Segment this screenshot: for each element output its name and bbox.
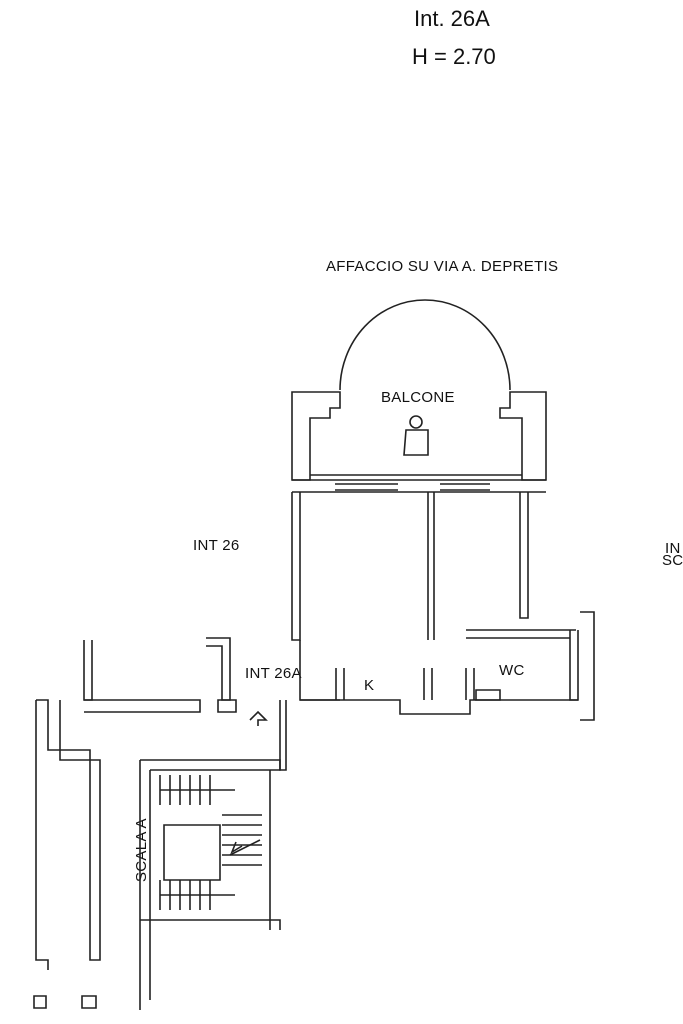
stair-steps-bottom [159,880,235,910]
left-neighbor-wall [83,640,93,701]
outer-wall-top [292,479,546,493]
wc-wall-top [466,629,576,639]
left-wall-lower [35,700,49,970]
left-corridor [84,699,201,713]
landing-wall [279,700,287,771]
entry-block [217,699,237,713]
unit-entry-label: INT 26A [245,665,302,682]
balcony-arch [339,299,511,391]
bottom-wall [300,699,578,715]
bottom-squares [33,995,97,1009]
balcony-post [403,429,429,456]
wc-label: WC [499,662,525,679]
ceiling-height: H = 2.70 [412,44,496,69]
interior-wall-left [427,492,435,640]
neighbor-unit-right-label-1: IN [665,540,681,557]
corridor-wall-left [299,640,340,701]
outer-wall-left [291,492,301,641]
kitchen-wall [335,668,433,700]
right-neighbor-wall [580,611,595,721]
stair-steps-right [222,814,262,866]
unit-title: Int. 26A [414,6,490,31]
left-wall-outer [36,699,101,961]
stair-well [163,824,221,881]
kitchen-label: K [364,677,375,694]
balcony-left-wall [291,391,341,481]
neighbor-unit-right-label-2: SC [662,552,683,569]
stair-shaft-outer [139,760,151,1010]
entry-jamb [206,637,231,701]
balcony-label: BALCONE [381,389,455,406]
entry-arrow [249,710,268,726]
stair-arrow [229,839,261,856]
stair-shaft-bottom [140,919,281,930]
street-frontage-label: AFFACCIO SU VIA A. DEPRETIS [326,258,559,275]
balcony-door-left [335,483,398,491]
stair-steps-top [159,775,235,805]
outer-wall-right [519,492,529,619]
neighbor-unit-left-label: INT 26 [193,537,240,554]
balcony-right-wall [499,391,547,481]
wc-fixture [475,689,501,701]
balcony-column [409,415,423,429]
landing-top [140,759,281,771]
balcony-door-right [440,483,490,491]
wc-wall-right [569,630,579,701]
wc-inner [465,668,475,700]
